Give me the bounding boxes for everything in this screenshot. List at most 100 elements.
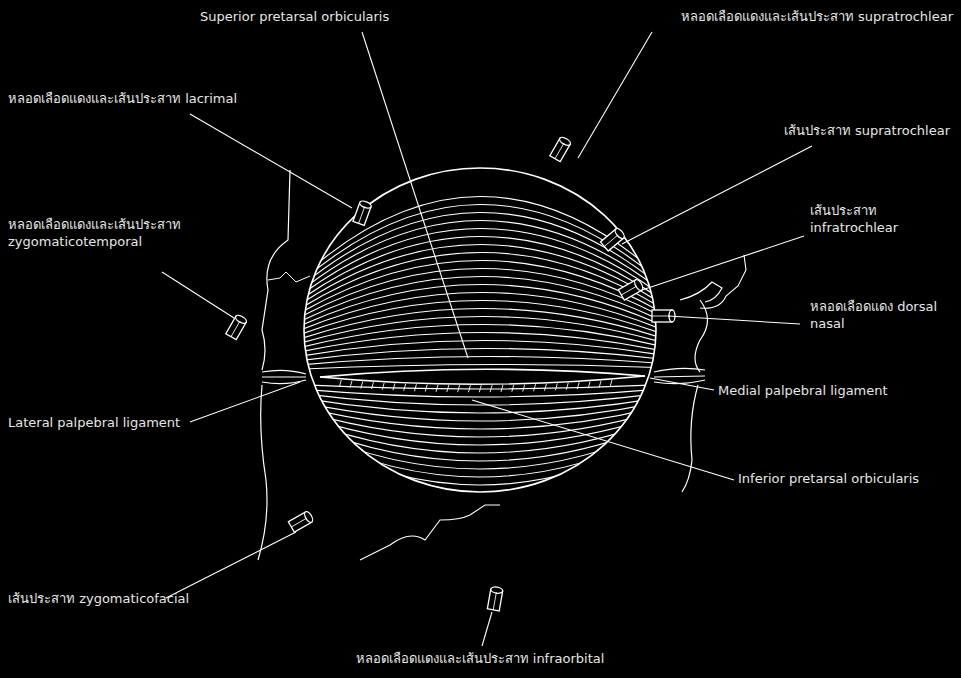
eyelash — [479, 385, 481, 392]
leader-line — [650, 378, 714, 390]
vessel-stub — [600, 227, 625, 251]
eyelash — [425, 385, 427, 392]
upper-fiber — [250, 228, 710, 338]
lower-fiber — [250, 404, 710, 477]
vessel-end — [234, 314, 247, 325]
part-label: Superior pretarsal orbicularis — [200, 8, 450, 25]
vessel-end — [490, 586, 503, 594]
eyelash — [414, 384, 416, 391]
eyelash — [501, 385, 503, 392]
eyelash — [371, 382, 373, 389]
leader-line — [622, 146, 812, 244]
infraorbital-contour — [360, 505, 500, 560]
leader-line — [472, 400, 734, 480]
vessel-stub — [226, 314, 248, 340]
eyelash — [447, 385, 449, 392]
leader-line — [190, 114, 352, 208]
vessel-stub — [288, 510, 314, 532]
vessel-stub — [550, 136, 572, 162]
vessel-end — [303, 510, 314, 523]
leader-line — [668, 316, 800, 324]
leader-line — [578, 32, 652, 158]
lower-fiber — [250, 408, 710, 493]
upper-fiber — [250, 220, 710, 336]
part-label: หลอดเลือดแดงและเส้นประสาท supratrochlear — [555, 8, 953, 25]
eyelash — [534, 384, 536, 391]
part-label: เส้นประสาท supratrochlear — [700, 122, 950, 139]
leader-line — [166, 532, 296, 598]
leader-line — [162, 272, 234, 318]
leader-line — [482, 612, 492, 646]
nerve-line — [493, 592, 496, 610]
part-label: หลอดเลือดแดง dorsal nasal — [810, 298, 950, 332]
lower-fiber — [250, 402, 710, 469]
upper-fiber — [250, 324, 710, 362]
eyelash — [490, 385, 492, 392]
muscle-outline — [304, 168, 656, 492]
upper-fiber — [250, 236, 710, 340]
part-label: Medial palpebral ligament — [718, 382, 953, 399]
leader-line — [642, 236, 804, 290]
eyelash — [339, 380, 341, 387]
lower-fiber — [250, 388, 710, 413]
upper-fiber — [250, 340, 710, 366]
vessel-stub — [487, 586, 503, 611]
vessel-stub — [353, 200, 372, 226]
muscle-fibers — [250, 196, 710, 525]
lower-fiber — [250, 392, 710, 429]
eyelash — [458, 385, 460, 392]
eyelash — [588, 381, 590, 388]
eyelash — [544, 384, 546, 391]
part-label: เส้นประสาท zygomaticofacial — [8, 590, 288, 607]
zygoma-contour — [268, 272, 310, 282]
upper-lid-margin — [320, 369, 645, 377]
part-label: หลอดเลือดแดงและเส้นประสาท lacrimal — [8, 90, 308, 107]
eyelash — [382, 383, 384, 390]
nasal-contour — [680, 282, 722, 492]
vessel-end — [359, 200, 372, 210]
lower-fiber — [250, 410, 710, 501]
lower-lid-margin — [320, 376, 645, 384]
part-label: Inferior pretarsal orbicularis — [738, 470, 953, 487]
eyelash — [393, 383, 395, 390]
leader-line — [362, 32, 468, 358]
part-label: หลอดเลือดแดงและเส้นประสาท infraorbital — [250, 650, 710, 667]
vessel-stub — [618, 278, 644, 300]
upper-fiber — [250, 284, 710, 352]
part-label: Lateral palpebral ligament — [8, 414, 248, 431]
eyelash — [350, 381, 352, 388]
lower-fiber — [250, 382, 710, 389]
vessel-nerve-stubs — [226, 136, 675, 611]
lower-fiber — [250, 412, 710, 509]
nerve-line — [652, 316, 670, 317]
upper-fiber — [250, 364, 710, 372]
vessel-end — [614, 227, 626, 240]
eyelash — [512, 385, 514, 392]
lower-fiber — [250, 394, 710, 437]
nerve-line — [604, 235, 618, 247]
upper-fiber — [250, 300, 710, 356]
medial-ligament — [654, 368, 705, 383]
eyelash — [436, 385, 438, 392]
eyelash — [523, 385, 525, 392]
nerve-line — [359, 206, 365, 223]
leader-line — [190, 382, 300, 422]
upper-fiber — [250, 332, 710, 364]
nerve-line — [621, 286, 637, 295]
leader-lines — [162, 32, 812, 646]
eyelash — [468, 385, 470, 392]
nerve-line — [231, 321, 240, 337]
upper-fiber — [250, 204, 710, 332]
eyelash — [555, 383, 557, 390]
lateral-ligament — [262, 370, 306, 383]
lower-fiber — [250, 406, 710, 485]
part-label: เส้นประสาท infratrochlear — [810, 202, 950, 236]
vessel-end — [558, 136, 571, 147]
upper-fiber — [250, 212, 710, 334]
lower-fiber — [250, 396, 710, 445]
nerve-line — [555, 143, 564, 159]
nerve-line — [291, 518, 307, 527]
lower-fiber — [250, 398, 710, 453]
upper-fiber — [250, 260, 710, 346]
upper-fiber — [250, 244, 710, 342]
